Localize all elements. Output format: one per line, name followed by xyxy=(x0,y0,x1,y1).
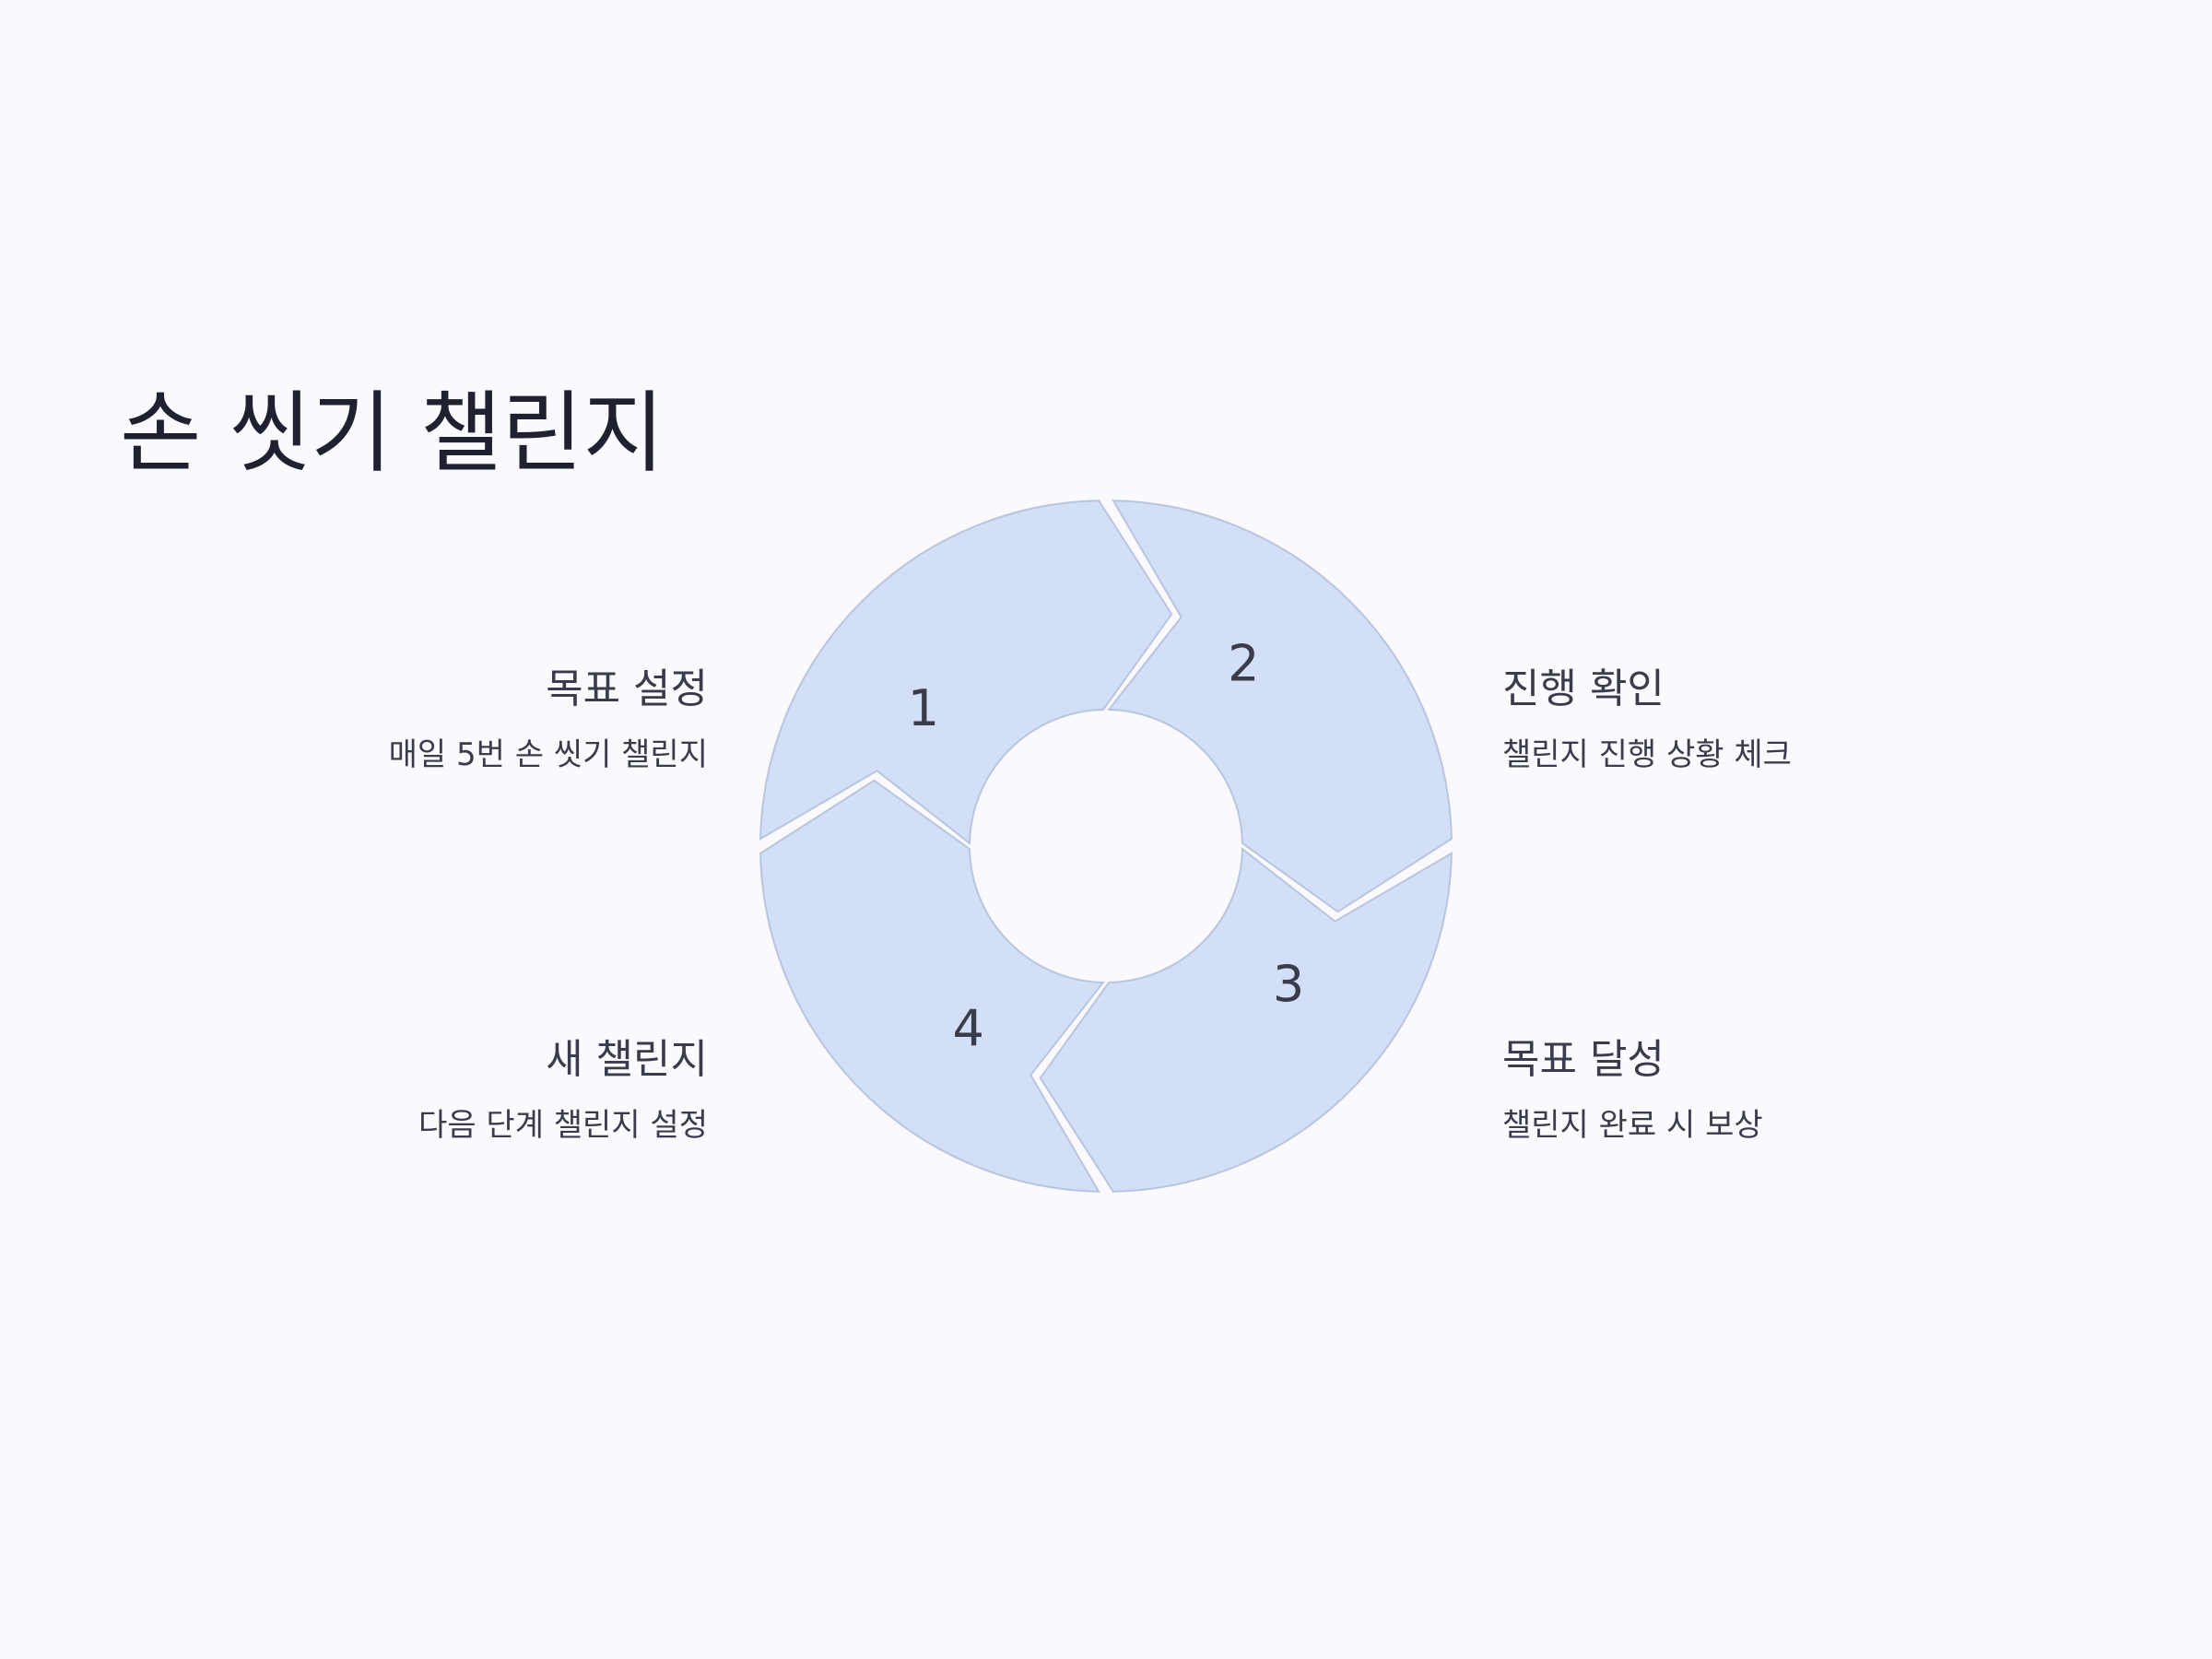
cycle-segment-2 xyxy=(1107,500,1453,913)
step-2-title: 진행 확인 xyxy=(1502,665,1665,712)
step-2-description: 챌린지 진행 상황 체크 xyxy=(1502,735,1792,773)
step-1-label: 목표 설정 매일 5번 손 씻기 챌린지 xyxy=(63,665,708,775)
step-4-label: 새 챌린지 다음 단계 챌린지 설정 xyxy=(63,1036,708,1146)
step-3-title: 목표 달성 xyxy=(1502,1036,1665,1083)
cycle-segment-4 xyxy=(759,779,1105,1193)
cycle-segment-3 xyxy=(1039,847,1453,1193)
step-1-title: 목표 설정 xyxy=(546,665,708,712)
step-4-description: 다음 단계 챌린지 설정 xyxy=(418,1106,708,1144)
slide-title: 손 씻기 챌린지 xyxy=(120,382,665,485)
cycle-segment-1 xyxy=(759,500,1173,845)
step-number-3: 3 xyxy=(1273,955,1304,1013)
step-2-label: 진행 확인 챌린지 진행 상황 체크 xyxy=(1502,665,2147,775)
step-1-description: 매일 5번 손 씻기 챌린지 xyxy=(388,735,708,773)
step-4-title: 새 챌린지 xyxy=(546,1036,708,1083)
step-number-2: 2 xyxy=(1228,634,1259,692)
step-number-1: 1 xyxy=(908,679,939,737)
step-3-label: 목표 달성 챌린지 완료 시 보상 xyxy=(1502,1036,2147,1146)
step-3-description: 챌린지 완료 시 보상 xyxy=(1502,1106,1763,1144)
step-number-4: 4 xyxy=(953,1000,984,1058)
